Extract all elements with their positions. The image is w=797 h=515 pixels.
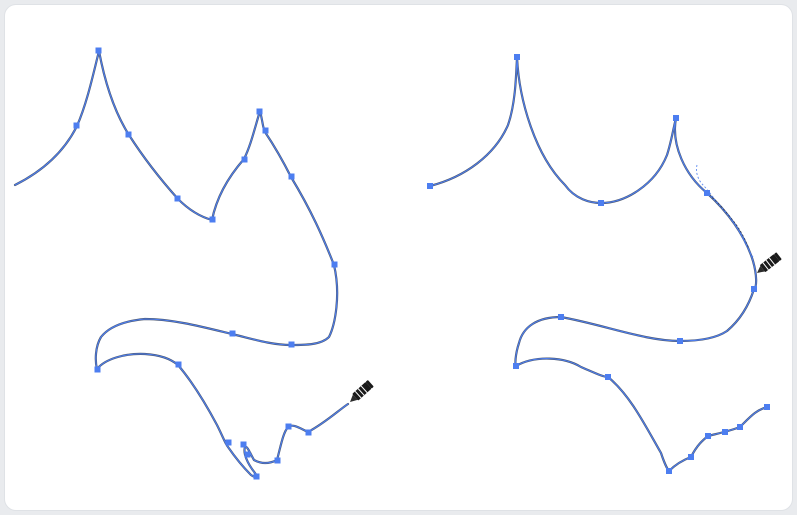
anchor-point[interactable] (285, 423, 292, 430)
anchor-point[interactable] (705, 433, 711, 439)
anchor-point[interactable] (598, 200, 604, 206)
anchor-point[interactable] (253, 473, 260, 480)
anchor-point[interactable] (737, 424, 743, 430)
left-panel (13, 47, 374, 480)
anchor-point[interactable] (751, 286, 757, 292)
left-vector-path[interactable] (14, 50, 349, 478)
left-anchor-points[interactable] (73, 47, 338, 480)
anchor-point[interactable] (288, 173, 295, 180)
drawing-canvas (13, 47, 782, 480)
anchor-point[interactable] (331, 261, 338, 268)
pencil-icon (350, 380, 374, 402)
anchor-point[interactable] (274, 457, 281, 464)
anchor-point[interactable] (558, 314, 564, 320)
illustration-card (4, 4, 793, 511)
right-anchor-points[interactable] (427, 54, 770, 474)
pencil-icon (757, 252, 782, 273)
anchor-point[interactable] (240, 441, 247, 448)
anchor-point[interactable] (244, 451, 251, 458)
anchor-point[interactable] (288, 341, 295, 348)
anchor-point[interactable] (256, 108, 263, 115)
anchor-point[interactable] (704, 190, 710, 196)
anchor-point[interactable] (305, 429, 312, 436)
anchor-point[interactable] (225, 439, 232, 446)
anchor-point[interactable] (764, 404, 770, 410)
anchor-point[interactable] (514, 54, 520, 60)
anchor-point[interactable] (722, 429, 728, 435)
anchor-point[interactable] (209, 216, 216, 223)
anchor-point[interactable] (605, 374, 611, 380)
anchor-point[interactable] (513, 363, 519, 369)
right-vector-path[interactable] (429, 56, 769, 472)
anchor-point[interactable] (673, 115, 679, 121)
anchor-point[interactable] (95, 47, 102, 54)
anchor-point[interactable] (427, 183, 433, 189)
left-ink-stroke (13, 49, 350, 479)
right-panel (427, 54, 782, 474)
anchor-point[interactable] (229, 330, 236, 337)
right-ink-stroke (428, 55, 770, 473)
anchor-point[interactable] (73, 122, 80, 129)
anchor-point[interactable] (175, 361, 182, 368)
anchor-point[interactable] (666, 468, 672, 474)
anchor-point[interactable] (688, 454, 694, 460)
anchor-point[interactable] (677, 338, 683, 344)
anchor-point[interactable] (174, 195, 181, 202)
anchor-point[interactable] (94, 366, 101, 373)
anchor-point[interactable] (262, 127, 269, 134)
pencil-redraw-trail-inner (708, 194, 750, 250)
anchor-point[interactable] (125, 131, 132, 138)
anchor-point[interactable] (241, 156, 248, 163)
pencil-redraw-trail (696, 164, 754, 258)
